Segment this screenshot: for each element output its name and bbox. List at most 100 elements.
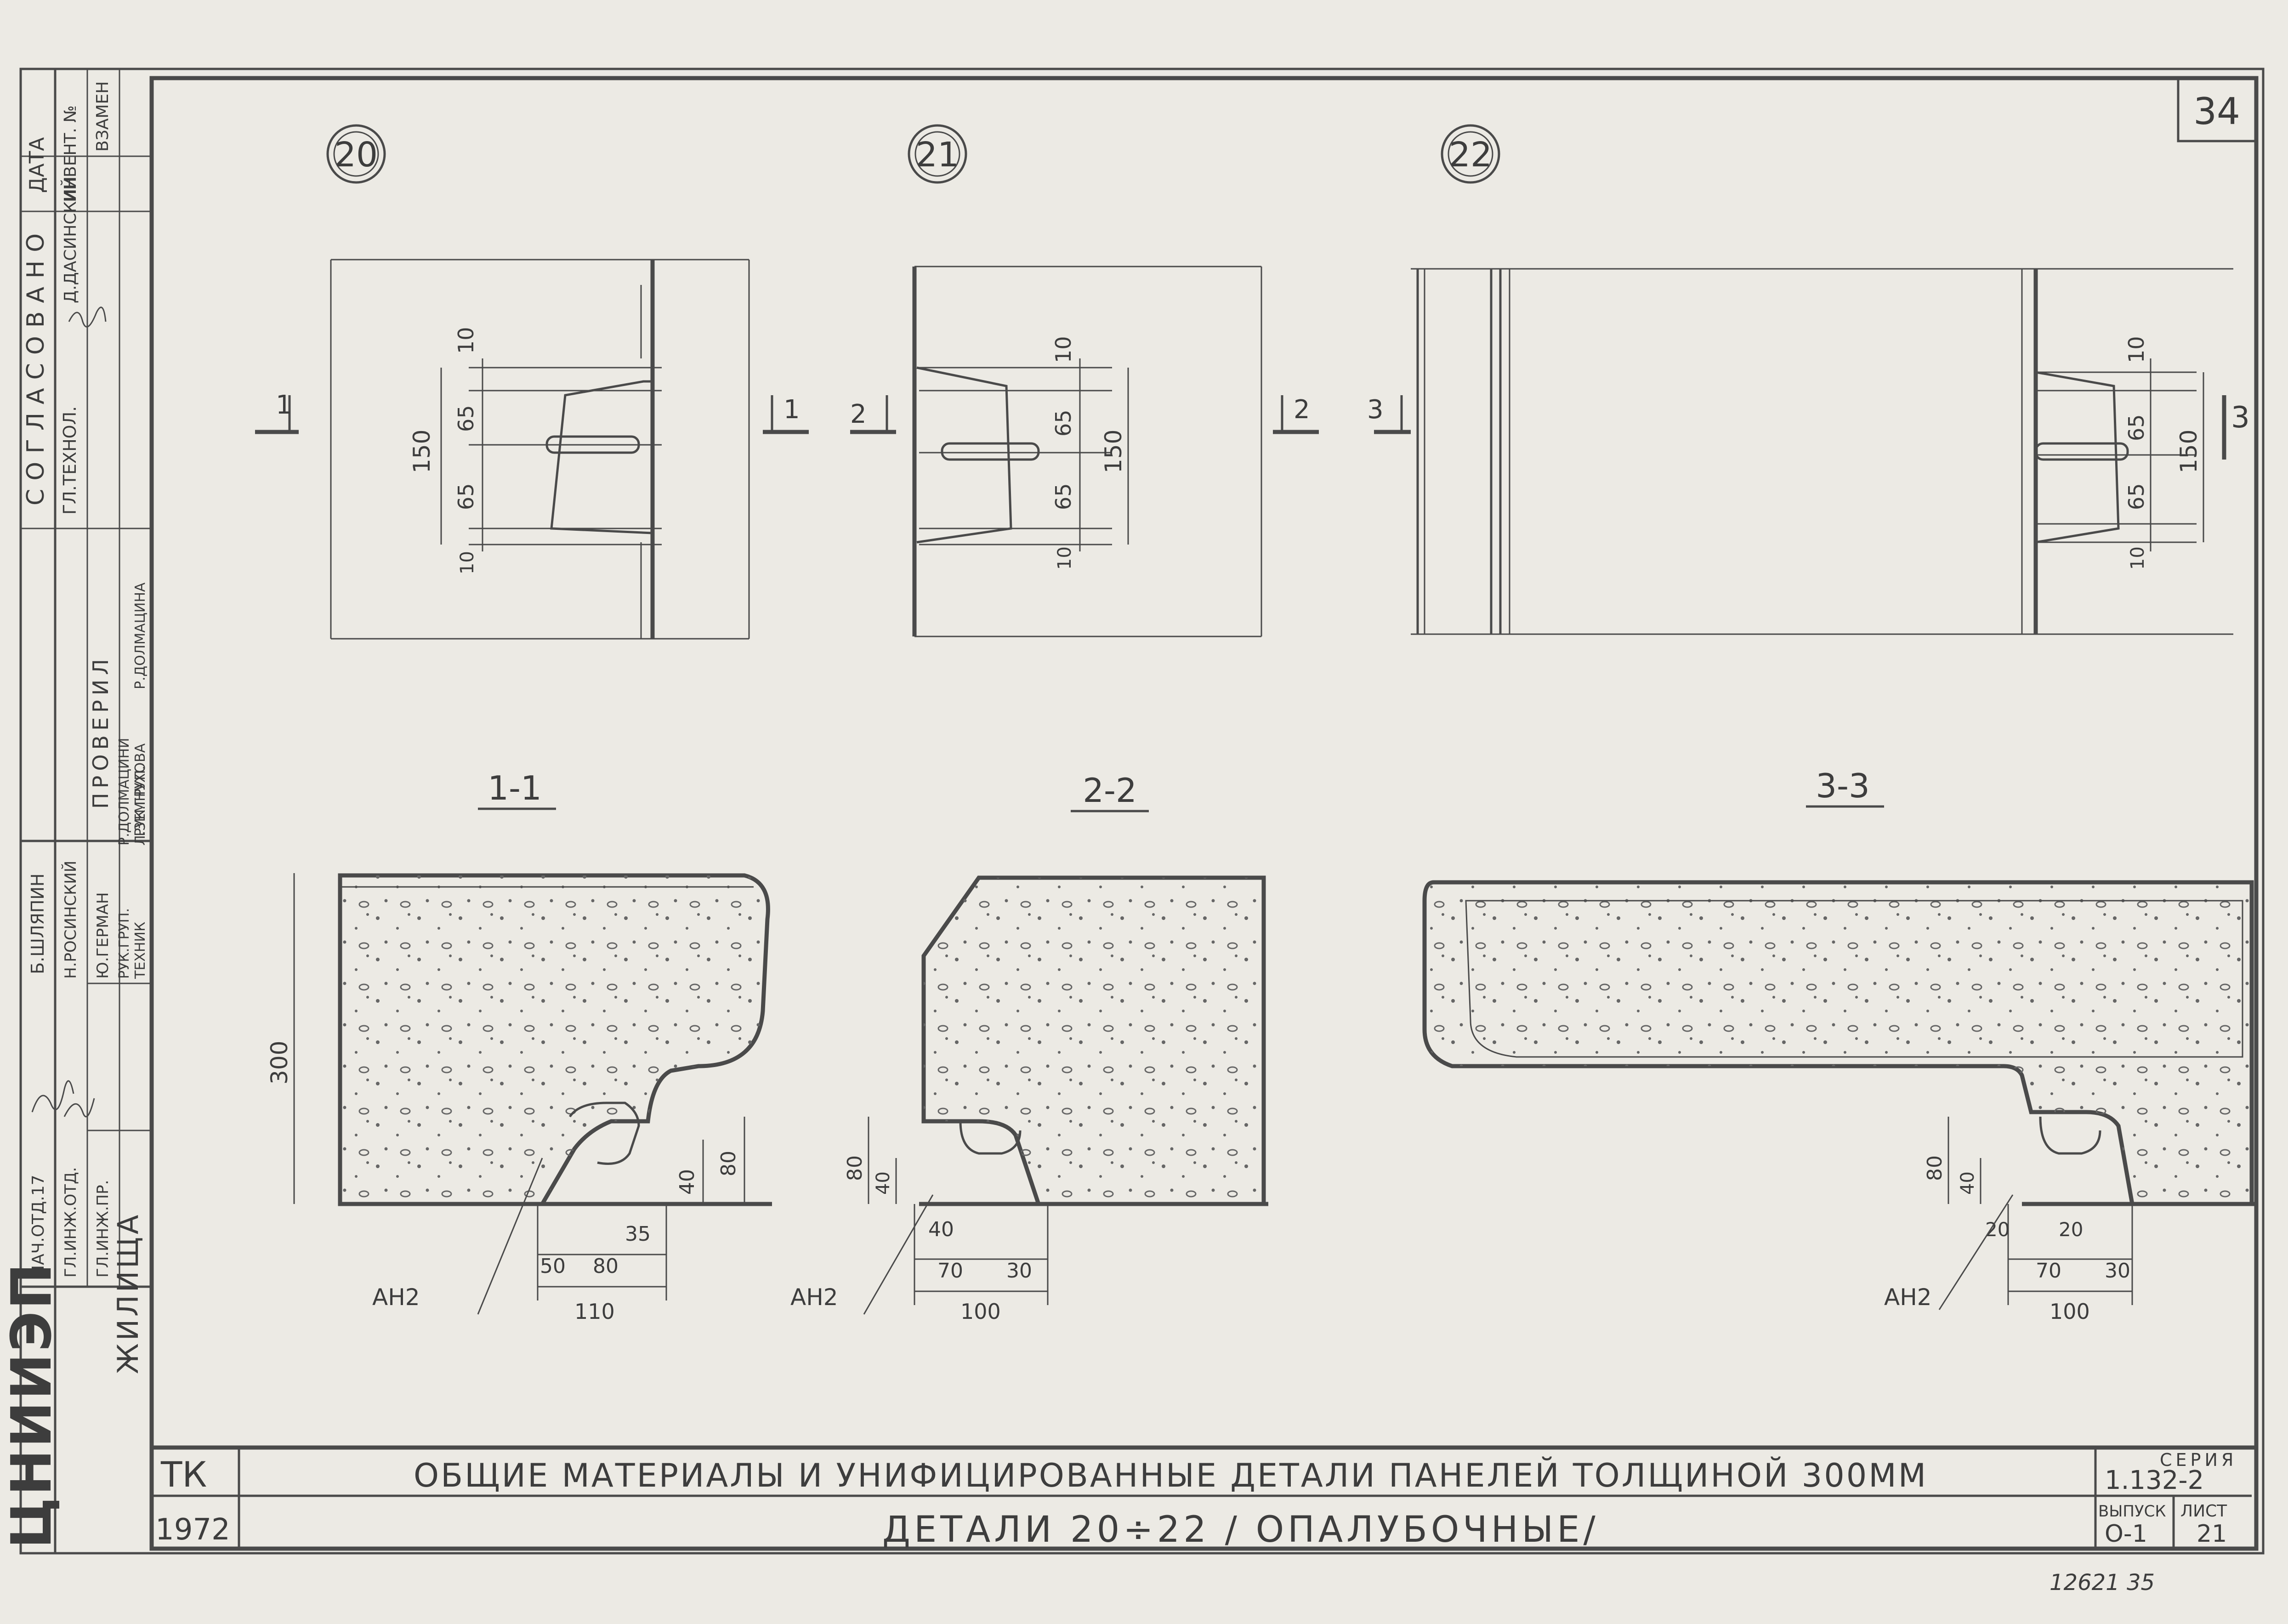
anchor-label: АН2	[790, 1284, 838, 1311]
inner-frame	[149, 76, 2259, 1551]
detail-marker-20	[326, 124, 386, 184]
dimension-label: 10	[454, 327, 478, 354]
approval-row-name: Р.ДОЛМАЦИНИ	[116, 738, 132, 846]
dimension-label: 150	[1100, 430, 1127, 473]
section-3-3: 3-3 80 40 20 20 70 30 100 АН2	[1422, 767, 2256, 1324]
section-1-1: 1-1 300 40 80 35 50 80 110 АН2	[266, 769, 772, 1324]
dimension-label: 100	[960, 1299, 1001, 1324]
page-number-box	[2177, 78, 2257, 142]
dimension-label: 40	[928, 1218, 954, 1241]
approval-header-date: ДАТА	[25, 137, 49, 193]
approval-agreed-role: ГЛ.ТЕХНОЛ.	[60, 406, 80, 515]
approval-row-role: НАЧ.ОТД.17	[29, 1175, 48, 1278]
org-logo: ЦНИИЭП	[0, 1261, 64, 1549]
sheet-value: 21	[2197, 1520, 2227, 1548]
dimension-label: 10	[457, 551, 478, 574]
detail-number: 22	[1449, 135, 1492, 175]
dimension-label: 80	[593, 1255, 619, 1278]
approval-row-name: Б.ШЛЯПИН	[28, 874, 48, 974]
org-name: ЖИЛИЩА	[111, 1212, 145, 1374]
approval-row-role: ГЛ.ИНЖ.ПР.	[94, 1180, 112, 1278]
approval-strip: СОГЛАСОВАНО ДАТА ИНВЕНТ. № ВЗАМЕН ГЛ.ТЕХ…	[0, 69, 152, 1553]
approval-checked-header: ПРОВЕРИЛ	[88, 654, 113, 809]
approval-header-agreed: СОГЛАСОВАНО	[22, 225, 50, 505]
dimension-label: 110	[574, 1299, 615, 1324]
title-block: ТК 1972 ОБЩИЕ МАТЕРИАЛЫ И УНИФИЦИРОВАННЫ…	[152, 1445, 2256, 1550]
issue-label: ВЫПУСК	[2098, 1502, 2166, 1521]
dimension-label: 10	[2124, 336, 2149, 363]
issue-value: О-1	[2105, 1520, 2147, 1548]
dimension-label: 50	[540, 1255, 566, 1278]
dimension-label: 70	[2036, 1259, 2061, 1283]
cut-marker: 2	[1294, 395, 1310, 425]
dimension-label: 30	[1006, 1259, 1032, 1283]
page-number: 34	[2193, 90, 2240, 133]
title-year: 1972	[155, 1513, 230, 1547]
dimension-label: 10	[2127, 546, 2148, 570]
detail-marker-22	[1441, 124, 1500, 184]
dimension-label: 80	[1923, 1155, 1947, 1181]
approval-row-name: Л.ЗЕМНУХОВА	[132, 743, 148, 846]
dimension-label: 10	[1054, 546, 1075, 570]
dimension-label: 80	[843, 1155, 867, 1181]
approval-header-replace: ВЗАМЕН	[93, 81, 112, 152]
approval-row-name: Ю.ГЕРМАН	[94, 892, 112, 979]
detail-number: 20	[335, 135, 378, 175]
approval-row-role: ТЕХНИК	[132, 922, 148, 979]
detail-22-plan: 22 10 65 65 10 150 3 3	[1367, 124, 2250, 635]
dimension-label: 40	[676, 1169, 699, 1195]
approval-row-role: РУК.ГРУП.	[116, 908, 132, 979]
signature-mark	[63, 1098, 95, 1118]
cut-marker: 3	[2231, 401, 2250, 435]
cut-marker: 1	[783, 395, 800, 425]
dimension-label: 300	[266, 1041, 293, 1085]
dimension-label: 40	[1957, 1171, 1978, 1195]
approval-row-role: ГЛ.ИНЖ.ОТД.	[62, 1167, 80, 1278]
dimension-label: 80	[717, 1151, 740, 1176]
section-title: 1-1	[488, 769, 542, 807]
section-2-2: 2-2 80 40 40 70 30 100 АН2	[790, 771, 1268, 1324]
detail-number: 21	[916, 135, 959, 175]
dimension-label: 30	[2105, 1259, 2130, 1283]
dimension-label: 65	[1051, 483, 1076, 510]
dimension-label: 40	[873, 1171, 894, 1195]
anchor-label: АН2	[372, 1284, 420, 1311]
dimension-label: 65	[454, 483, 478, 510]
dimension-label: 65	[2124, 483, 2149, 510]
dimension-label: 20	[1985, 1218, 2010, 1241]
series-label: СЕРИЯ	[2160, 1450, 2237, 1470]
series-value: 1.132-2	[2105, 1465, 2204, 1495]
title-main: ОБЩИЕ МАТЕРИАЛЫ И УНИФИЦИРОВАННЫЕ ДЕТАЛИ…	[414, 1457, 1928, 1494]
title-code: ТК	[160, 1454, 207, 1495]
detail-marker-21	[908, 124, 967, 184]
dimension-label: 65	[2124, 414, 2149, 441]
approval-row-name: Р.ДОЛМАЦИНА	[132, 582, 148, 689]
signature-mark	[68, 307, 107, 328]
signature-mark	[31, 1080, 74, 1113]
section-title: 3-3	[1816, 767, 1870, 805]
dimension-label: 10	[1051, 336, 1076, 363]
dimension-label: 70	[937, 1259, 963, 1283]
dimension-label: 100	[2050, 1299, 2090, 1324]
anchor-label: АН2	[1884, 1284, 1932, 1311]
approval-row-name: Н.РОСИНСКИЙ	[61, 861, 80, 979]
cut-marker: 2	[850, 399, 867, 429]
dimension-label: 65	[1051, 409, 1076, 437]
dimension-label: 150	[409, 430, 435, 473]
detail-20-plan: 20 10 65 65 10 150 1 1	[255, 124, 809, 640]
dimension-label: 65	[454, 405, 478, 432]
sheet-label: ЛИСТ	[2180, 1502, 2227, 1521]
outer-frame	[19, 68, 2265, 1555]
section-title: 2-2	[1083, 771, 1137, 810]
title-sub: ДЕТАЛИ 20÷22 / ОПАЛУБОЧНЫЕ/	[882, 1509, 1599, 1550]
dimension-label: 150	[2175, 430, 2202, 473]
cut-marker: 1	[276, 390, 292, 420]
dimension-label: 20	[2059, 1218, 2083, 1241]
approval-header-inv: ИНВЕНТ. №	[61, 105, 80, 202]
detail-21-plan: 21 10 65 65 10 150 2 2	[850, 124, 1319, 637]
cut-marker: 3	[1367, 395, 1384, 425]
dimension-label: 35	[625, 1222, 651, 1246]
approval-agreed-name: Д.ДАСИНСКИЙ	[61, 176, 80, 303]
approval-row-role: РУК.ГРУП.	[132, 766, 148, 836]
